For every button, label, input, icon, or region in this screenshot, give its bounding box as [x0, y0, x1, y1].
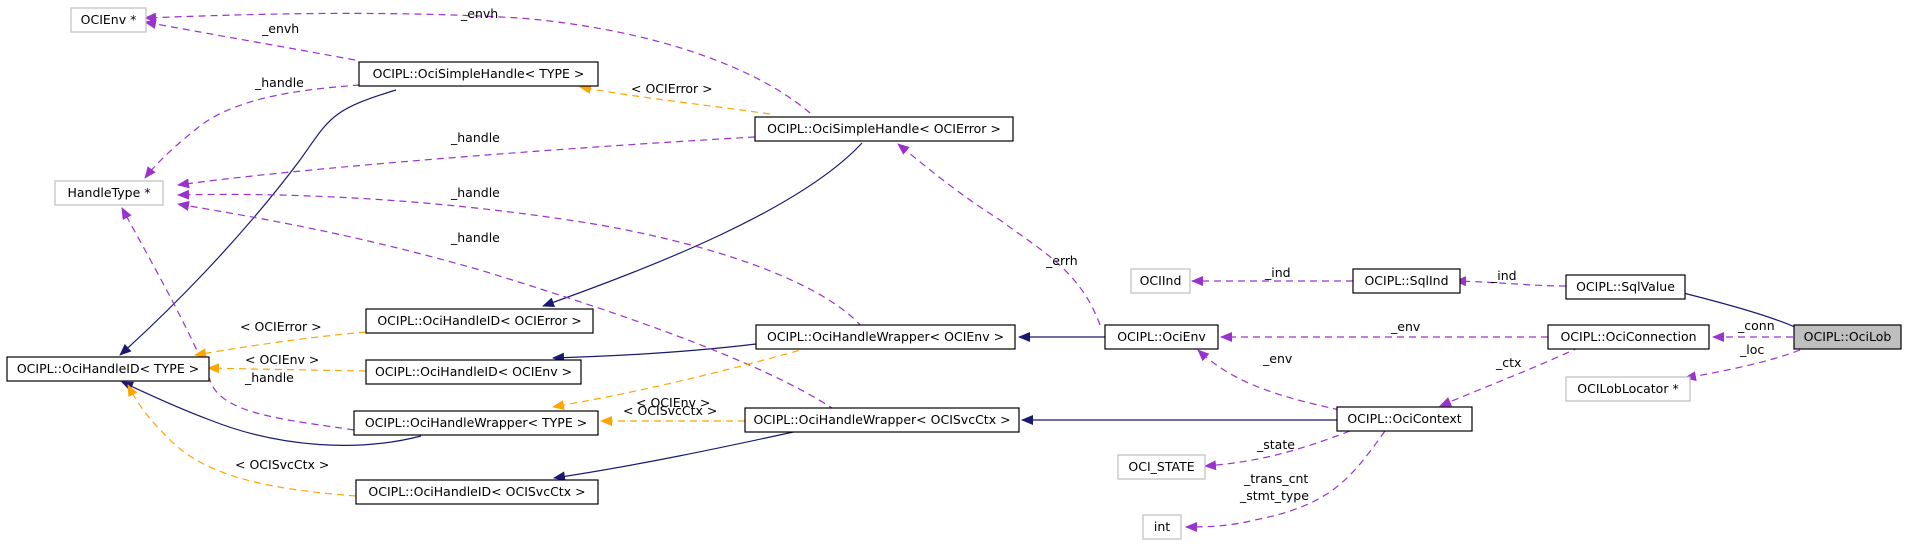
label-tmpl-svc-hid: < OCISvcCtx > [235, 457, 329, 472]
node-sqlind-label: OCIPL::SqlInd [1364, 273, 1448, 288]
edge-ctx [1439, 346, 1581, 407]
edge-ind-sql [1454, 276, 1567, 287]
label-ind: _ind [1264, 265, 1291, 280]
node-ocienvp[interactable]: OCIEnv * [70, 7, 147, 33]
label-tmpl-env-hid: < OCIEnv > [245, 352, 319, 367]
node-ocienv[interactable]: OCIPL::OciEnv [1104, 324, 1219, 350]
label-env-conn: _env [1390, 319, 1421, 334]
node-hid-err-label: OCIPL::OciHandleID< OCIError > [377, 313, 581, 328]
node-sh-type[interactable]: OCIPL::OciSimpleHandle< TYPE > [358, 61, 599, 87]
edge-handle-3 [177, 189, 863, 328]
label-ind-sql: _ind [1490, 268, 1517, 283]
node-hw-svc[interactable]: OCIPL::OciHandleWrapper< OCISvcCtx > [744, 407, 1020, 433]
node-sqlvalue-label: OCIPL::SqlValue [1576, 279, 1675, 294]
edge-hw-svc-to-hid-svc [553, 430, 799, 482]
edge-handle-4 [177, 200, 836, 411]
node-sqlind[interactable]: OCIPL::SqlInd [1352, 268, 1461, 294]
node-ocistate-label: OCI_STATE [1128, 459, 1194, 474]
label-ctx: _ctx [1495, 355, 1521, 370]
node-hw-type-label: OCIPL::OciHandleWrapper< TYPE > [365, 415, 587, 430]
node-ociind[interactable]: OCIInd [1130, 268, 1191, 294]
edge-tmpl-err-sh [579, 84, 771, 115]
edge-handle-2 [177, 136, 756, 189]
label-errh: _errh [1045, 253, 1078, 268]
node-sh-err-label: OCIPL::OciSimpleHandle< OCIError > [767, 121, 1001, 136]
node-hw-env[interactable]: OCIPL::OciHandleWrapper< OCIEnv > [755, 324, 1016, 350]
label-loc: _loc [1739, 342, 1764, 357]
label-conn: _conn [1737, 318, 1775, 333]
label-tmpl-err-sh: < OCIError > [631, 81, 713, 96]
node-ocilob[interactable]: OCIPL::OciLob [1793, 324, 1902, 350]
label-tmpl-err-hid: < OCIError > [240, 319, 322, 334]
node-ocicontext-label: OCIPL::OciContext [1347, 411, 1461, 426]
edge-labels: _conn _loc _ind _ind _env _ctx _env _sta… [235, 6, 1775, 503]
edge-hw-type-to-hid-type [121, 381, 422, 446]
edge-env-ctx [1197, 349, 1341, 411]
node-hid-svc-label: OCIPL::OciHandleID< OCISvcCtx > [368, 484, 585, 499]
node-ociconnection[interactable]: OCIPL::OciConnection [1547, 324, 1710, 350]
node-handletype[interactable]: HandleType * [54, 180, 164, 206]
node-ociconnection-label: OCIPL::OciConnection [1560, 329, 1696, 344]
node-hid-type[interactable]: OCIPL::OciHandleID< TYPE > [6, 356, 210, 382]
node-ocistate[interactable]: OCI_STATE [1117, 454, 1206, 480]
label-envh-1: _envh [261, 21, 299, 36]
edge-hw-env-to-hid-env [552, 343, 757, 363]
edge-state [1204, 430, 1351, 471]
node-hw-svc-label: OCIPL::OciHandleWrapper< OCISvcCtx > [753, 412, 1010, 427]
node-sh-err[interactable]: OCIPL::OciSimpleHandle< OCIError > [754, 116, 1014, 142]
node-hid-type-label: OCIPL::OciHandleID< TYPE > [17, 361, 199, 376]
label-handle-1: _handle [254, 75, 304, 90]
edge-envh-2 [144, 12, 811, 114]
edge-tmpl-err-hid [194, 331, 367, 359]
node-int[interactable]: int [1142, 514, 1182, 540]
node-ociind-label: OCIInd [1140, 273, 1182, 288]
edge-envh-1 [144, 19, 356, 61]
edge-errh [897, 143, 1101, 326]
node-hid-env[interactable]: OCIPL::OciHandleID< OCIEnv > [365, 359, 582, 385]
label-state: _state [1256, 437, 1295, 452]
label-env-ctx: _env [1262, 351, 1293, 366]
node-ocilobloc[interactable]: OCILobLocator * [1565, 376, 1691, 402]
node-ocienvp-label: OCIEnv * [81, 12, 137, 27]
nodes: OCIPL::OciLob OCIPL::SqlValue OCIPL::Oci… [6, 7, 1902, 540]
node-sh-type-label: OCIPL::OciSimpleHandle< TYPE > [373, 66, 585, 81]
node-sqlvalue[interactable]: OCIPL::SqlValue [1565, 274, 1686, 300]
label-handle-3: _handle [450, 185, 500, 200]
node-hid-env-label: OCIPL::OciHandleID< OCIEnv > [375, 364, 572, 379]
label-envh-2: _envh [460, 6, 498, 21]
edge-tmpl-env-hw [552, 343, 823, 411]
edge-tmpl-svc-hid [127, 384, 357, 497]
edge-sh-type-to-hid-type [119, 89, 397, 356]
node-ocilobloc-label: OCILobLocator * [1577, 381, 1678, 396]
label-stmt: _stmt_type [1239, 488, 1309, 503]
label-handle-4: _handle [450, 230, 500, 245]
node-ocicontext[interactable]: OCIPL::OciContext [1336, 406, 1473, 432]
edge-tmpl-env-hid [207, 363, 367, 374]
node-hw-env-label: OCIPL::OciHandleWrapper< OCIEnv > [767, 329, 1004, 344]
node-int-label: int [1154, 519, 1170, 534]
edges [119, 12, 1806, 532]
label-tmpl-svc: < OCISvcCtx > [623, 403, 717, 418]
node-ocienv-label: OCIPL::OciEnv [1117, 329, 1206, 344]
label-handle-2: _handle [450, 130, 500, 145]
node-hw-type[interactable]: OCIPL::OciHandleWrapper< TYPE > [353, 410, 599, 436]
edge-int [1185, 430, 1386, 532]
node-hid-err[interactable]: OCIPL::OciHandleID< OCIError > [365, 308, 594, 334]
label-tmpl-env-hw: < OCIEnv > [636, 395, 710, 410]
label-handle-5: _handle [244, 370, 294, 385]
edge-handle-1 [144, 84, 361, 179]
edge-sh-err-to-hid-err [542, 142, 863, 308]
node-handletype-label: HandleType * [67, 185, 150, 200]
edge-handle-5 [121, 207, 355, 431]
node-ocilob-label: OCIPL::OciLob [1804, 329, 1892, 344]
node-hid-svc[interactable]: OCIPL::OciHandleID< OCISvcCtx > [355, 479, 599, 505]
label-trans: _trans_cnt [1243, 471, 1308, 486]
